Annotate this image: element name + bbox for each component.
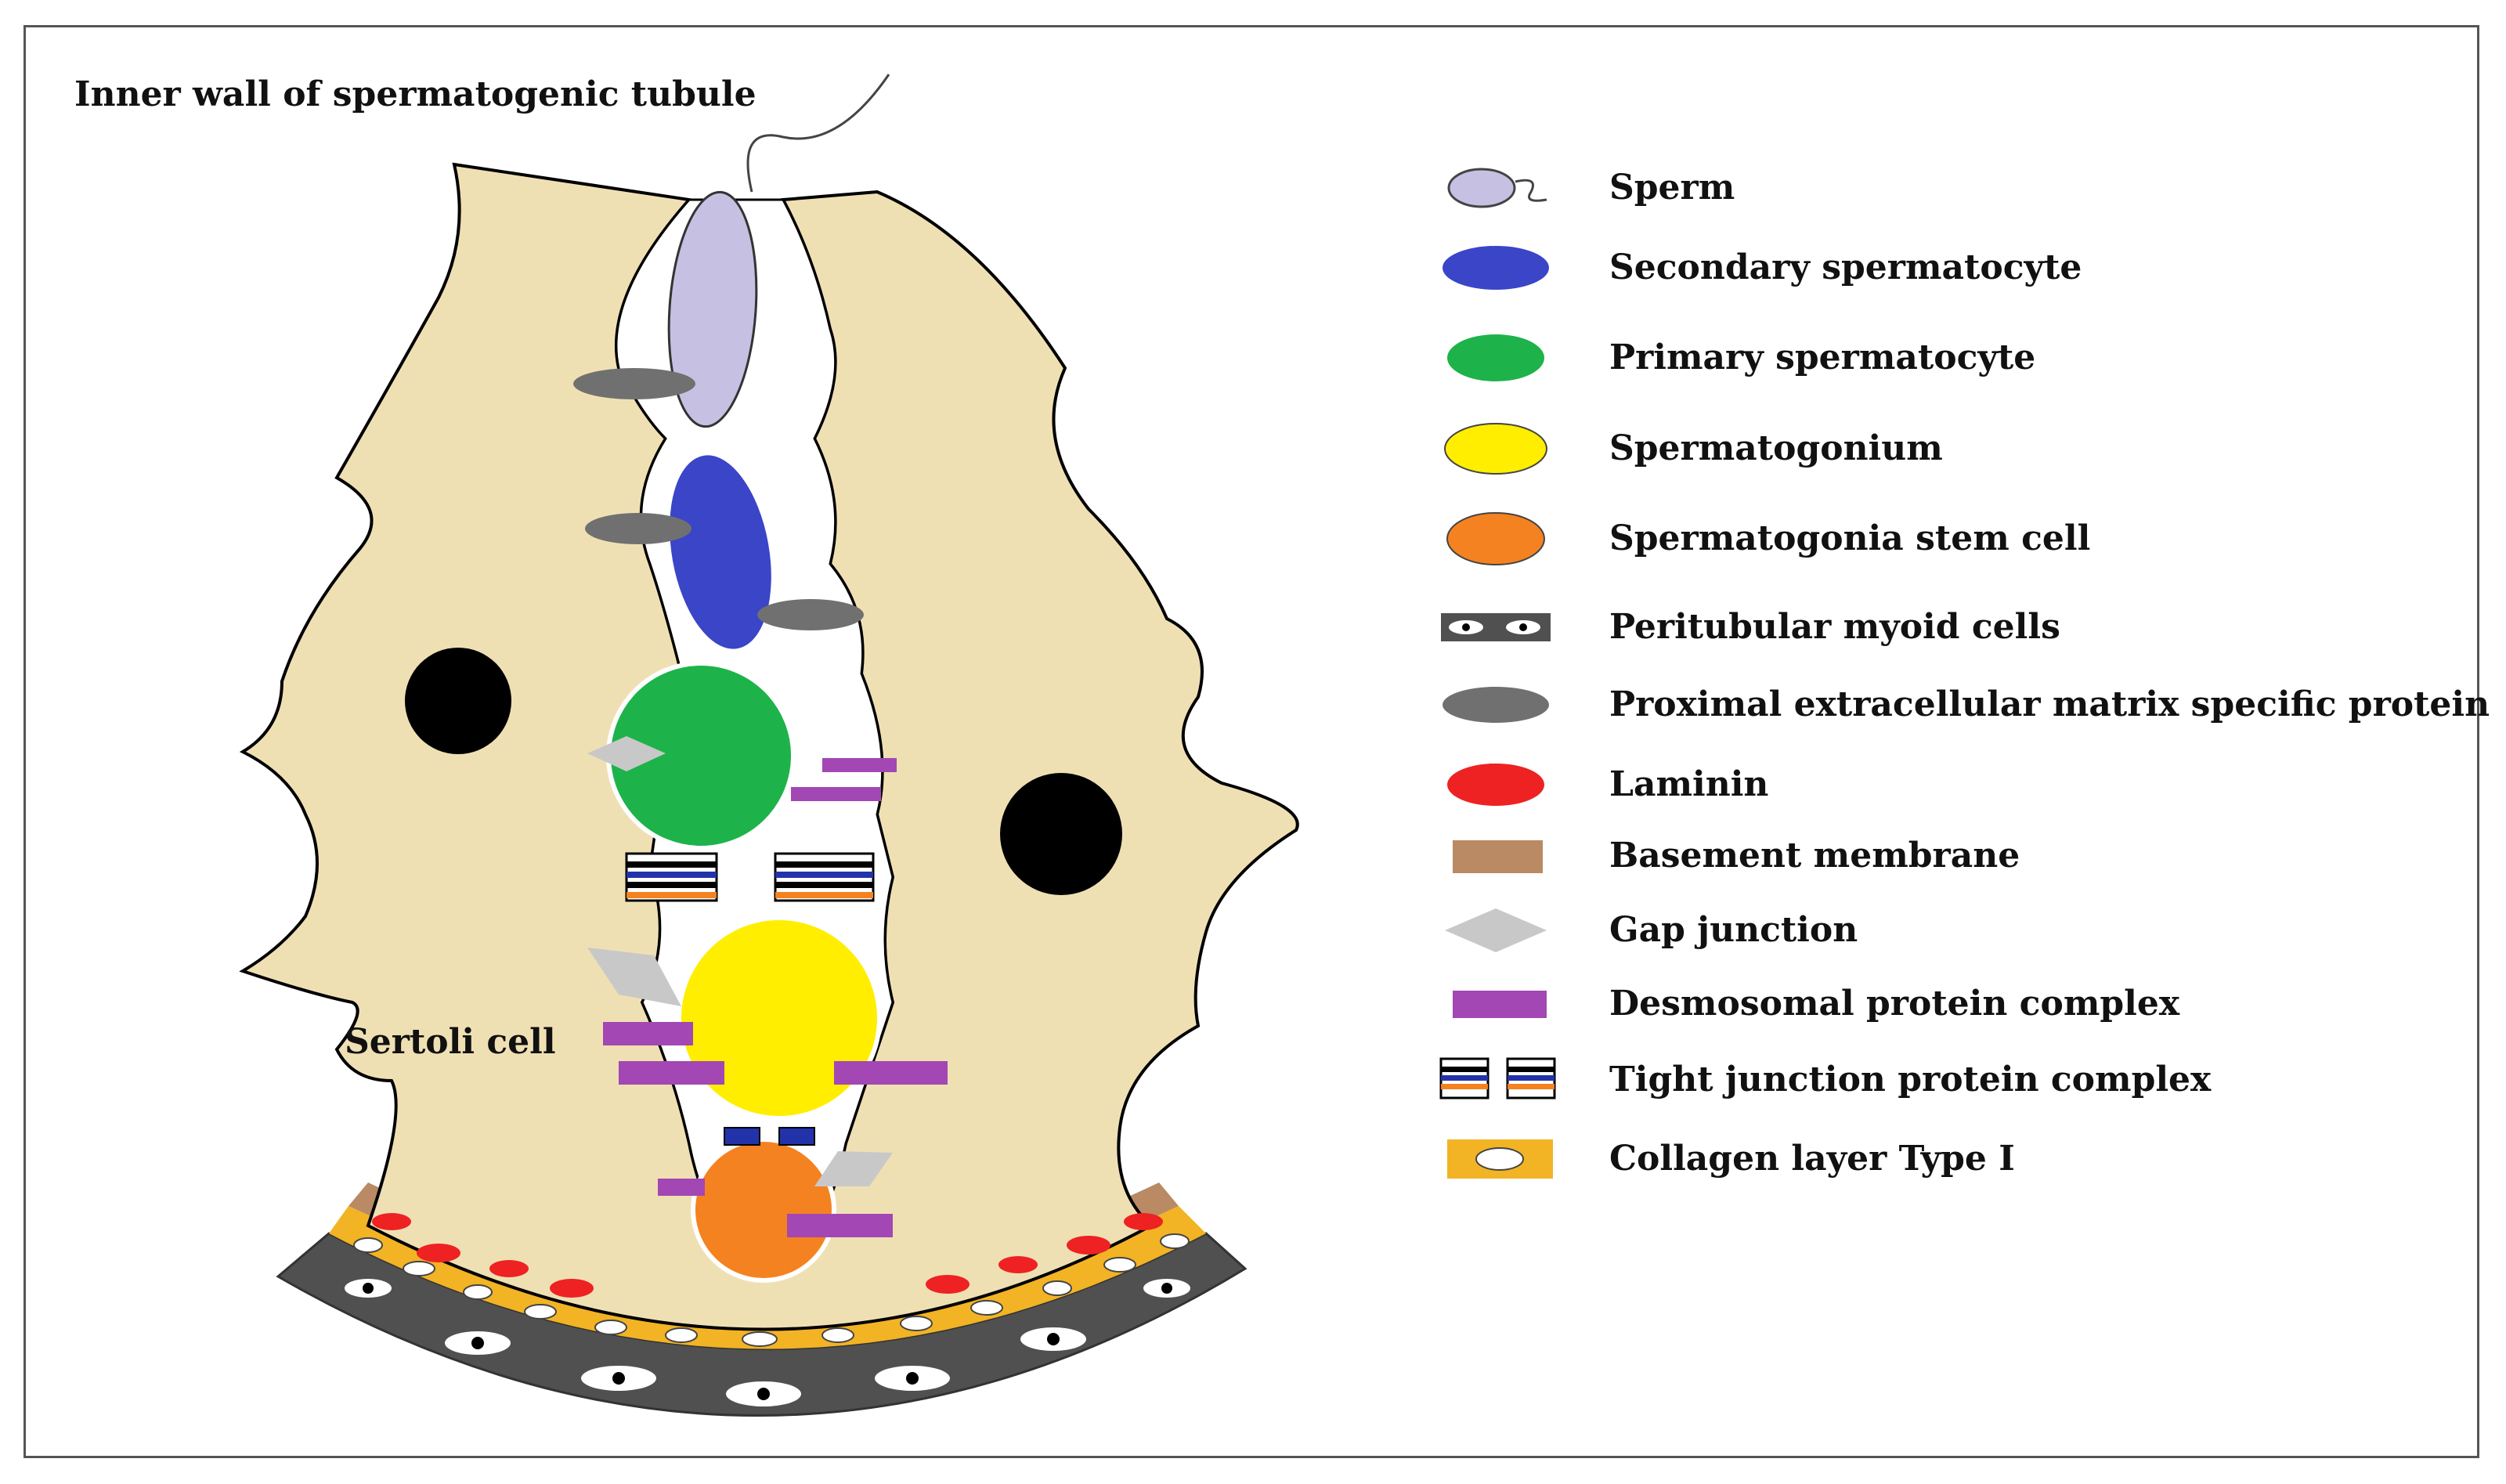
- legend-label-desmosome: Desmosomal protein complex: [1609, 984, 2180, 1024]
- desmosome: [619, 1061, 724, 1085]
- gap-junction: [587, 736, 666, 771]
- gap-junction-icon: [1445, 908, 1547, 952]
- legend-label-gap-junction: Gap junction: [1609, 910, 1858, 950]
- tight-junction: [625, 852, 718, 902]
- spermatogonium-cell: [677, 915, 882, 1121]
- laminin-icon: [1447, 764, 1544, 806]
- myoid-cells: [345, 1279, 1190, 1406]
- laminin-spots: [372, 1213, 1163, 1298]
- legend-label-myoid-cells: Peritubular myoid cells: [1609, 607, 2060, 647]
- legend-label-stem-cell: Spermatogonia stem cell: [1609, 518, 2091, 558]
- sperm-icon: [1447, 168, 1547, 208]
- ecm-protein: [585, 513, 691, 544]
- tight-junction: [724, 1127, 815, 1146]
- legend-label-secondary-spermatocyte: Secondary spermatocyte: [1609, 247, 2082, 287]
- secondary-spermatocyte-icon: [1443, 246, 1549, 290]
- gap-junction: [814, 1151, 893, 1186]
- secondary-spermatocyte-cell: [670, 455, 771, 649]
- legend-label-laminin: Laminin: [1609, 764, 1769, 804]
- legend-label-tight-junction: Tight junction protein complex: [1609, 1060, 2212, 1099]
- sertoli-nucleus-right: [1000, 773, 1122, 895]
- desmosome: [787, 1214, 893, 1237]
- collagen-icon: [1447, 1139, 1553, 1179]
- ecm-protein-icon: [1443, 687, 1549, 723]
- legend-label-basement-membrane: Basement membrane: [1609, 836, 2020, 876]
- desmosome: [834, 1061, 948, 1085]
- spermatogonium-icon: [1444, 423, 1547, 475]
- legend-label-collagen: Collagen layer Type I: [1609, 1139, 2015, 1179]
- tight-junction-icon: [1439, 1057, 1556, 1099]
- desmosome: [658, 1179, 705, 1196]
- sperm-tail: [746, 74, 890, 193]
- stem-cell-icon: [1446, 512, 1545, 565]
- legend-label-spermatogonium: Spermatogonium: [1609, 428, 1943, 468]
- ecm-protein: [573, 368, 695, 399]
- basement-membrane-icon: [1453, 840, 1543, 873]
- collagen-fibers: [353, 1233, 1190, 1347]
- sertoli-cell-label: Sertoli cell: [345, 1022, 556, 1062]
- desmosome-icon: [1453, 991, 1547, 1018]
- legend-label-sperm: Sperm: [1609, 168, 1735, 208]
- desmosome: [791, 787, 881, 801]
- desmosome: [603, 1022, 693, 1045]
- legend-label-ecm-protein: Proximal extracellular matrix specific p…: [1609, 684, 2490, 724]
- myoid-cell-icon: [1441, 613, 1551, 641]
- tight-junction: [774, 852, 875, 902]
- sperm-cell: [667, 190, 758, 428]
- primary-spermatocyte-icon: [1447, 334, 1544, 381]
- gap-junction: [587, 948, 681, 1006]
- diagram-title: Inner wall of spermatogenic tubule: [74, 74, 756, 114]
- stem-cell: [691, 1137, 836, 1283]
- desmosome: [822, 758, 897, 772]
- legend-label-primary-spermatocyte: Primary spermatocyte: [1609, 338, 2036, 377]
- ecm-protein: [757, 599, 864, 630]
- sertoli-nucleus-left: [405, 648, 511, 754]
